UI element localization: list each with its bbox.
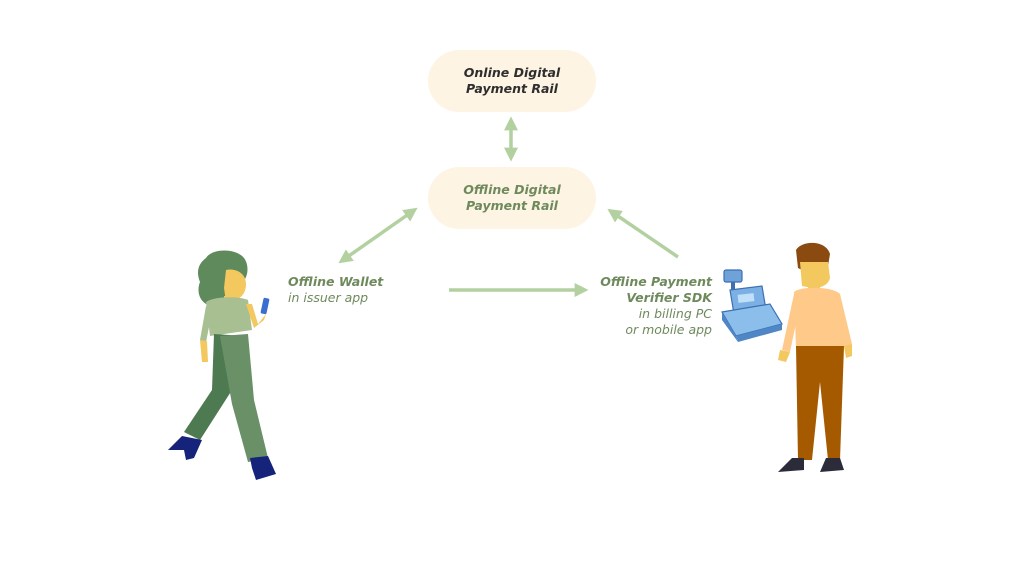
offline-rail-line1: Offline Digital <box>463 182 561 197</box>
offline-payment-rail-node: Offline Digital Payment Rail <box>428 167 596 229</box>
arrow-wallet-offline-rail <box>338 207 418 264</box>
woman-with-phone-illustration <box>168 250 276 480</box>
arrow-verifier-to-offline-rail <box>607 208 679 259</box>
online-payment-rail-node: Online Digital Payment Rail <box>428 50 596 112</box>
verifier-sdk-label: Offline Payment Verifier SDK in billing … <box>570 274 712 338</box>
verifier-title-line1: Offline Payment <box>600 274 712 289</box>
verifier-sub-line1: in billing PC <box>638 306 712 321</box>
wallet-subtitle: in issuer app <box>288 290 369 305</box>
offline-rail-line2: Payment Rail <box>466 198 558 213</box>
cash-register-icon <box>721 269 783 342</box>
online-rail-line1: Online Digital <box>463 65 561 80</box>
wallet-title: Offline Wallet <box>288 274 384 289</box>
verifier-title-line2: Verifier SDK <box>626 290 712 305</box>
offline-wallet-label: Offline Wallet in issuer app <box>288 274 383 306</box>
man-cashier-illustration <box>778 242 852 472</box>
online-rail-line2: Payment Rail <box>466 81 558 96</box>
verifier-sub-line2: or mobile app <box>625 322 712 337</box>
